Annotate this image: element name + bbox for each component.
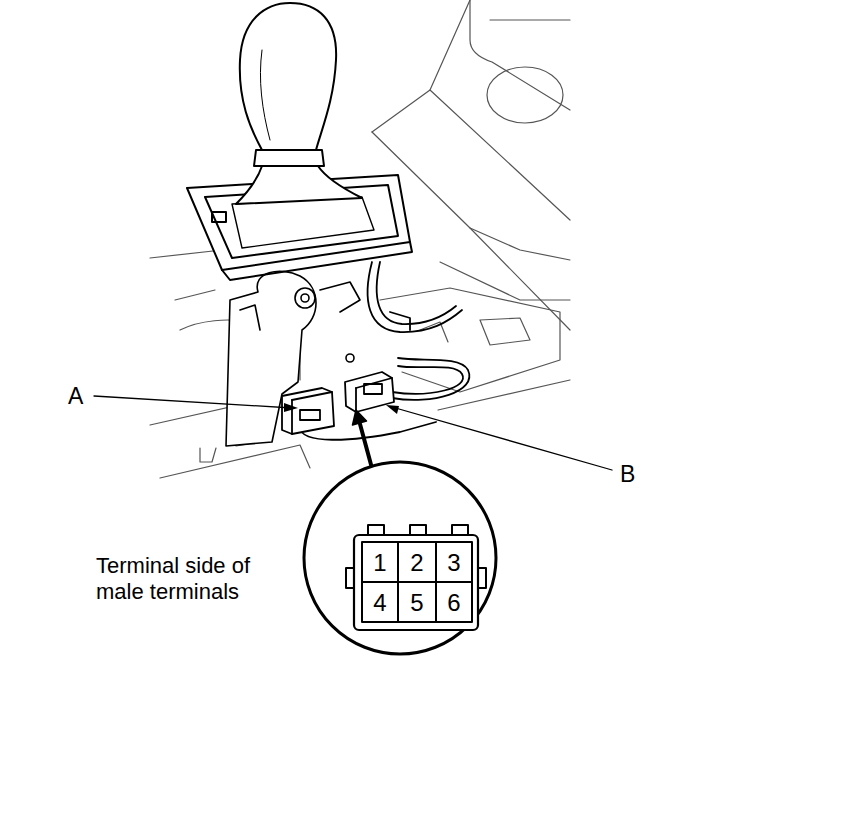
pin-number: 1 (373, 548, 386, 577)
connector-b (345, 372, 394, 412)
leader-arrowhead (284, 403, 399, 414)
connector-a (282, 388, 334, 434)
note-text: Terminal side of male terminals (96, 553, 291, 605)
terminal-view-inset (304, 462, 496, 654)
pin-number: 4 (373, 588, 386, 617)
background-parts (150, 0, 570, 478)
callout-letter: A (68, 382, 83, 410)
pin-number: 5 (410, 588, 423, 617)
view-arrow (353, 410, 374, 472)
leader-line (94, 396, 612, 470)
shift-knob (236, 3, 362, 204)
callout-letter: B (620, 460, 635, 488)
pin-number: 6 (447, 588, 460, 617)
pin-number: 2 (410, 548, 423, 577)
shifter-bracket (226, 271, 360, 446)
pin-number: 3 (447, 548, 460, 577)
